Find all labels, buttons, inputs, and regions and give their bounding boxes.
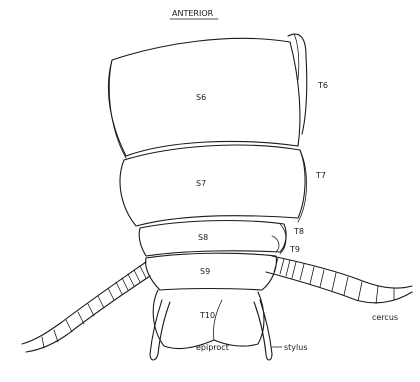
label-stylus: stylus bbox=[284, 343, 308, 352]
cercus-right-segments bbox=[274, 258, 394, 304]
label-epiproct: epiproct bbox=[196, 343, 229, 352]
cercus-left-upper bbox=[22, 262, 146, 344]
label-t10: T10 bbox=[199, 311, 215, 320]
tergite-t9-flap bbox=[272, 236, 279, 252]
label-cercus: cercus bbox=[372, 313, 398, 322]
label-t9: T9 bbox=[289, 245, 300, 254]
label-s9: S9 bbox=[200, 267, 210, 276]
tergite-t6-outline bbox=[288, 34, 307, 134]
sternite-s8-outline bbox=[139, 221, 286, 256]
cercus-left-lower bbox=[26, 276, 150, 352]
sternite-s7-outline bbox=[120, 145, 305, 226]
label-t7: T7 bbox=[315, 171, 326, 180]
label-s6: S6 bbox=[196, 93, 206, 102]
epiproct-midline bbox=[213, 300, 222, 340]
sternite-s6-left-edge bbox=[109, 60, 126, 158]
cercus-left-segments bbox=[42, 266, 146, 348]
label-s8: S8 bbox=[198, 233, 208, 242]
label-t6: T6 bbox=[317, 81, 328, 90]
cercus-right-upper bbox=[272, 256, 412, 288]
label-s7: S7 bbox=[196, 179, 206, 188]
label-t8: T8 bbox=[293, 227, 304, 236]
diagram-title: ANTERIOR bbox=[172, 9, 214, 18]
sternite-s9-outline bbox=[146, 253, 277, 290]
